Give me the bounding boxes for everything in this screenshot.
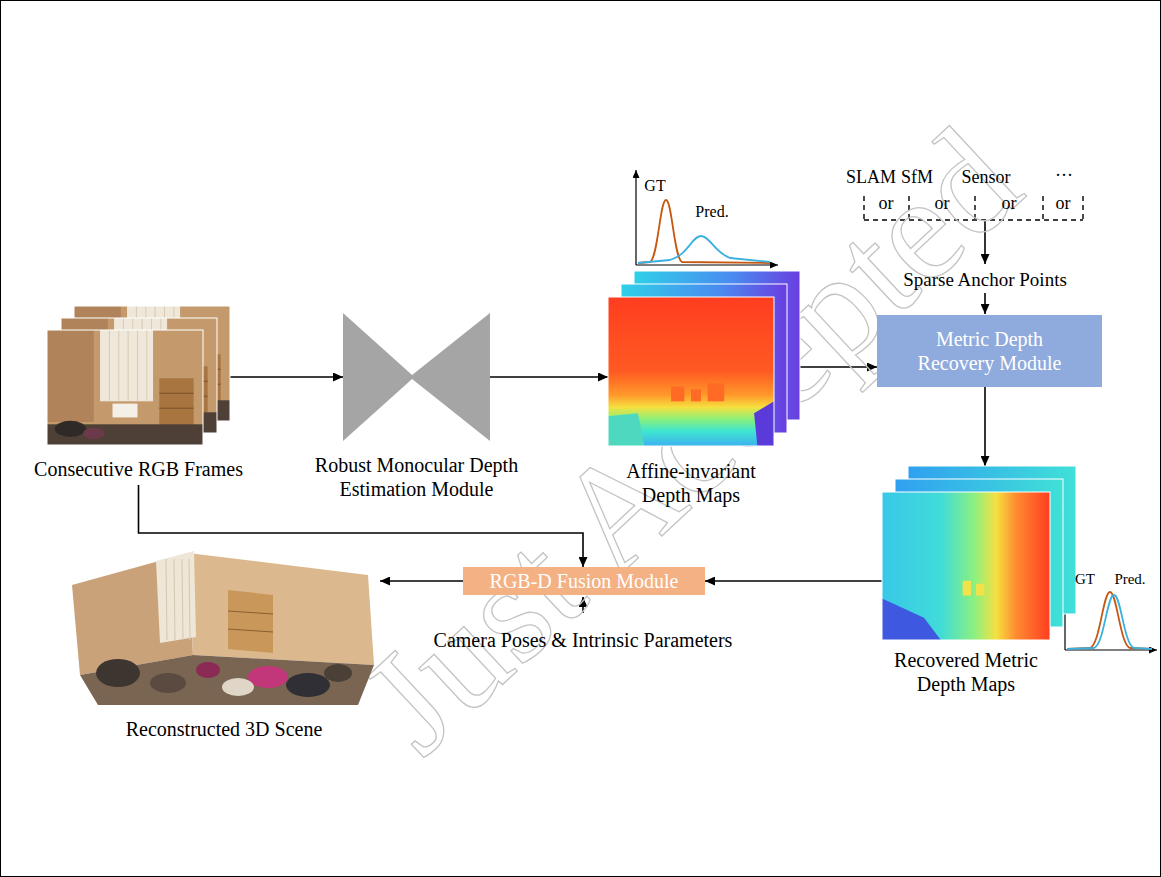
choice-word: or	[1056, 193, 1071, 215]
chart-axis	[1065, 649, 1157, 650]
flow-arrow	[705, 580, 882, 582]
node-label: RGB-D Fusion Module	[490, 569, 679, 593]
choice-word: or	[935, 193, 950, 215]
bowtie-shape	[343, 313, 490, 441]
legend-tag: GT	[644, 176, 665, 195]
distribution-chart	[1065, 566, 1157, 650]
arrow-line	[984, 293, 986, 314]
process-box: RGB-D Fusion Module	[463, 567, 705, 595]
node-label: Metric Depth Recovery Module	[905, 327, 1075, 375]
depth-map-art	[608, 271, 800, 446]
choice-word: or	[1002, 193, 1017, 215]
depth-map-art	[882, 466, 1076, 640]
depth-map-stack: Affine-invariant Depth Maps	[608, 271, 800, 446]
legend-tag: GT	[1075, 570, 1095, 588]
gt-curve	[1067, 592, 1152, 649]
input-label: Sparse Anchor Points	[903, 269, 1067, 292]
node-caption: Consecutive RGB Frames	[34, 457, 243, 481]
scene-art	[68, 545, 380, 708]
pred-curve	[638, 236, 770, 263]
photo-frame	[47, 330, 203, 445]
depth-map	[882, 492, 1050, 640]
choice-word: or	[879, 193, 894, 215]
scene-model	[72, 551, 374, 705]
flow-arrow	[490, 376, 608, 378]
depth-map-stack: Recovered Metric Depth Maps	[882, 466, 1076, 640]
pred-curve	[1067, 595, 1152, 649]
scene-output: Reconstructed 3D Scene	[68, 545, 380, 708]
network-module: Robust Monocular Depth Estimation Module	[343, 313, 490, 441]
node-caption: Affine-invariant Depth Maps	[606, 459, 776, 507]
process-box: Metric Depth Recovery Module	[877, 315, 1102, 387]
legend-tag: Pred.	[1114, 570, 1145, 588]
source-name: SfM	[901, 167, 933, 189]
node-caption: Recovered Metric Depth Maps	[876, 648, 1056, 696]
distribution-chart	[636, 170, 778, 265]
node-caption: Reconstructed 3D Scene	[126, 717, 323, 741]
source-name: SLAM	[846, 167, 896, 189]
depth-map	[608, 297, 774, 446]
node-caption: Robust Monocular Depth Estimation Module	[292, 453, 542, 501]
photo-stack	[47, 306, 230, 445]
network-shape	[343, 313, 490, 441]
source-name: Sensor	[962, 167, 1011, 189]
input-frames: Consecutive RGB Frames	[47, 306, 230, 445]
chart-axis	[636, 264, 778, 265]
legend-tag: Pred.	[695, 202, 728, 221]
gt-curve	[638, 200, 770, 263]
chart-axis	[635, 170, 636, 265]
flow-arrow	[230, 376, 343, 378]
flow-arrow	[984, 387, 986, 466]
input-label: Camera Poses & Intrinsic Parameters	[434, 628, 733, 652]
source-name: ···	[1055, 165, 1073, 187]
